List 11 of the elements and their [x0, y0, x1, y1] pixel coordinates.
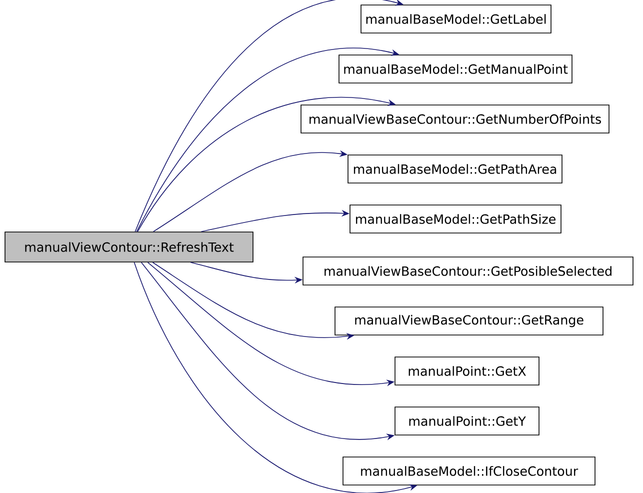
function-box: manualViewContour::RefreshText [4, 232, 254, 262]
function-box: manualBaseModel::GetPathSize [350, 204, 562, 234]
function-box: manualBaseModel::GetManualPoint [338, 54, 572, 84]
function-box: manualViewBaseContour::GetPosibleSelected [302, 256, 634, 286]
function-box: manualViewBaseContour::GetRange [334, 306, 604, 336]
function-box: manualViewBaseContour::GetNumberOfPoints [300, 104, 610, 134]
function-box: manualBaseModel::GetPathArea [348, 154, 562, 184]
function-box: manualBaseModel::GetLabel [360, 4, 552, 34]
function-box: manualPoint::GetX [394, 356, 540, 386]
function-box: manualPoint::GetY [394, 406, 540, 436]
function-box: manualBaseModel::IfCloseContour [342, 456, 596, 486]
